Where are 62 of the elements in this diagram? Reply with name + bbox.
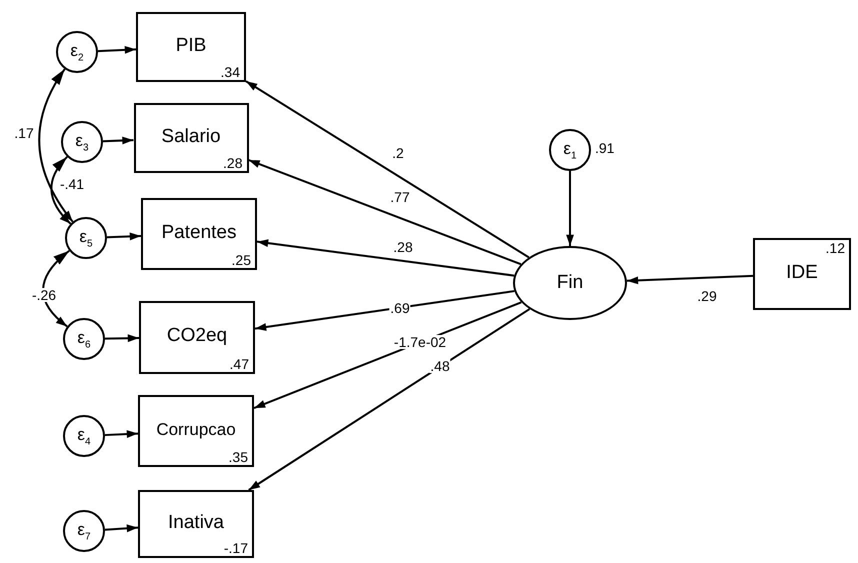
edge-label: .2 (391, 146, 405, 160)
edge-label: -.41 (58, 177, 86, 191)
variable-name: Corrupcao (155, 420, 237, 440)
observed-variable-box (136, 12, 246, 82)
path-arrow (104, 334, 140, 342)
observed-variable-box (753, 238, 851, 310)
variable-name: Patentes (160, 222, 238, 244)
path-arrow (256, 239, 514, 277)
edge-label: .69 (389, 301, 411, 315)
variable-name: CO2eq (166, 324, 228, 347)
variable-name: Salario (160, 126, 222, 148)
edge-label: .77 (389, 190, 411, 204)
error-term-circle (63, 415, 105, 457)
variable-name: ε$_{7}$ (77, 520, 91, 542)
observed-variable-box (134, 103, 248, 173)
variable-name: Inativa (167, 512, 225, 534)
path-arrow (104, 430, 138, 438)
error-term-circle (65, 217, 107, 259)
variance-value: .91 (595, 140, 614, 156)
edge-label: .48 (429, 359, 451, 373)
edge-label: -1.7e-02 (392, 335, 448, 349)
variable-name: ε$_{5}$ (79, 226, 93, 250)
observed-variable-box (141, 198, 257, 270)
observed-variable-box (138, 490, 254, 558)
variable-name: Fin (556, 272, 584, 294)
path-arrow (245, 80, 530, 258)
path-arrow (254, 301, 522, 409)
path-arrow (626, 274, 754, 284)
variable-name: ε$_{3}$ (75, 130, 89, 154)
path-arrow (248, 308, 530, 491)
edge-label: -.26 (30, 288, 58, 302)
path-arrow (104, 524, 138, 532)
intercept-value: .34 (220, 65, 240, 79)
intercept-value: .28 (223, 156, 242, 170)
observed-variable-box (139, 300, 255, 374)
variable-name: PIB (174, 34, 208, 57)
edge-label: .17 (13, 126, 35, 140)
covariance-arrow (38, 68, 74, 222)
error-term-circle (63, 510, 105, 552)
edge-label: .28 (392, 240, 414, 254)
path-arrow (106, 232, 142, 240)
variable-name: ε$_{4}$ (77, 424, 91, 448)
edge-label: .29 (696, 289, 718, 303)
variable-name: ε$_{2}$ (70, 40, 84, 64)
path-arrow (254, 290, 514, 331)
error-term-circle (549, 129, 591, 171)
error-term-circle (61, 121, 103, 163)
error-term-circle (56, 31, 98, 73)
variable-name: IDE (785, 262, 819, 284)
intercept-value: .35 (228, 450, 248, 464)
intercept-value: .47 (230, 356, 249, 370)
observed-variable-box (138, 395, 254, 467)
intercept-value: .12 (826, 241, 845, 255)
path-arrow (102, 136, 134, 144)
path-arrow (566, 171, 574, 246)
intercept-value: .25 (232, 253, 251, 267)
path-arrow (248, 159, 522, 266)
intercept-value: -.17 (224, 541, 248, 555)
variable-name: ε$_{6}$ (77, 328, 91, 350)
error-term-circle (63, 318, 105, 360)
variable-name: ε$_{1}$ (563, 138, 577, 162)
path-arrow (98, 46, 136, 54)
